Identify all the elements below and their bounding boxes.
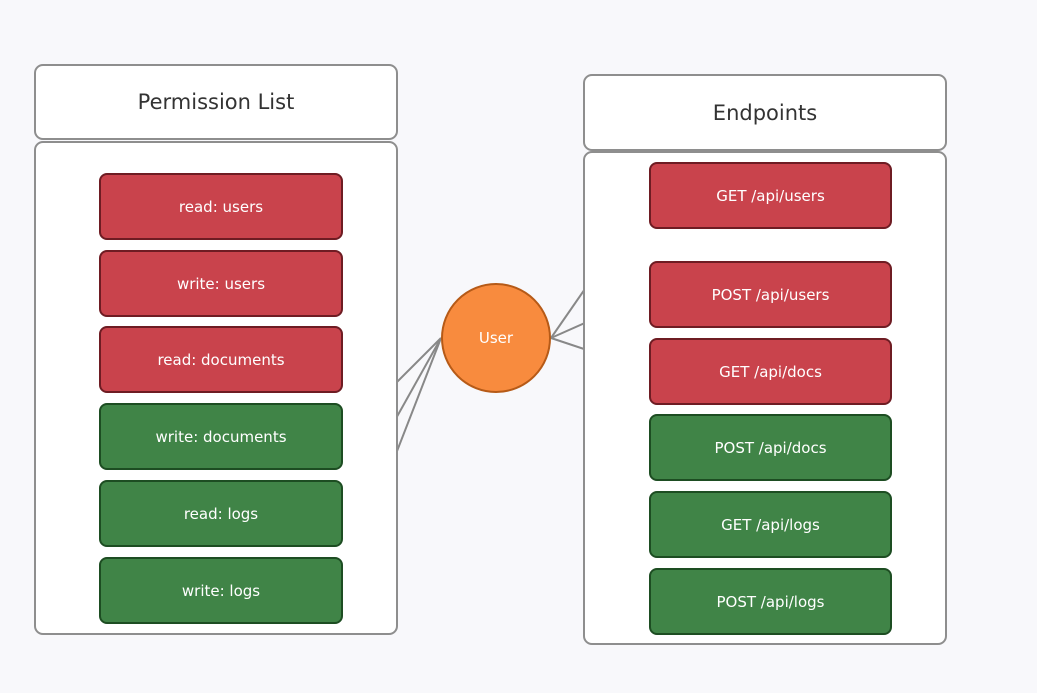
permission-label: write: documents [155, 427, 287, 446]
permission-item-write-logs[interactable]: write: logs [99, 557, 343, 624]
endpoint-item-post-api-users[interactable]: POST /api/users [649, 261, 892, 328]
permission-label: read: documents [157, 350, 285, 369]
endpoint-label: GET /api/users [716, 186, 825, 205]
user-label: User [478, 329, 514, 347]
endpoint-label: GET /api/logs [721, 515, 820, 534]
endpoint-item-post-api-logs[interactable]: POST /api/logs [649, 568, 892, 635]
endpoint-label: POST /api/logs [716, 592, 825, 611]
permission-item-write-users[interactable]: write: users [99, 250, 343, 317]
permission-label: read: logs [183, 504, 259, 523]
permission-label: read: users [178, 197, 264, 216]
permission-item-write-documents[interactable]: write: documents [99, 403, 343, 470]
endpoint-item-get-api-users[interactable]: GET /api/users [649, 162, 892, 229]
endpoints-title: Endpoints [712, 100, 818, 125]
permission-list-title: Permission List [137, 90, 295, 114]
permission-item-read-users[interactable]: read: users [99, 173, 343, 240]
endpoint-label: POST /api/users [711, 285, 830, 304]
endpoint-label: GET /api/docs [719, 362, 822, 381]
user-node[interactable]: User [441, 283, 551, 393]
permission-list-header: Permission List [34, 64, 398, 140]
permission-label: write: users [176, 274, 266, 293]
endpoint-item-post-api-docs[interactable]: POST /api/docs [649, 414, 892, 481]
endpoint-label: POST /api/docs [714, 438, 827, 457]
permission-item-read-logs[interactable]: read: logs [99, 480, 343, 547]
endpoint-item-get-api-logs[interactable]: GET /api/logs [649, 491, 892, 558]
permission-item-read-documents[interactable]: read: documents [99, 326, 343, 393]
endpoint-item-get-api-docs[interactable]: GET /api/docs [649, 338, 892, 405]
permission-label: write: logs [181, 581, 261, 600]
endpoints-header: Endpoints [583, 74, 947, 151]
